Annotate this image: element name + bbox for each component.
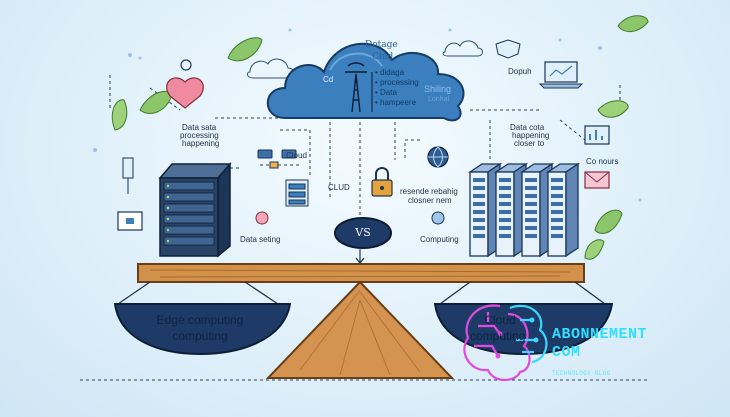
right-pan-line-2: computing <box>470 329 526 343</box>
right-computing: Computing <box>420 235 459 244</box>
cloud-line-4: • hampeere <box>375 98 417 107</box>
wooden-fulcrum <box>265 280 455 379</box>
pan-strings <box>117 281 606 305</box>
right-closer-1: Data cota <box>510 123 545 132</box>
vs-badge <box>334 217 392 249</box>
network-node-icon <box>257 149 297 169</box>
right-pan <box>433 303 614 356</box>
seesaw-plank <box>137 263 585 283</box>
small-device-icon <box>117 211 143 231</box>
pin-icon <box>180 59 192 71</box>
main-cloud <box>266 42 465 122</box>
leaf-decorations <box>111 15 649 260</box>
cloud-title-1: Dotage <box>365 40 398 50</box>
globe-icon <box>427 146 449 168</box>
edge-server-tower <box>158 161 232 258</box>
watermark-line-2: COM <box>552 344 581 361</box>
left-pan-line-1: Edge computing <box>156 313 244 327</box>
left-cloud-caps: CLUD <box>328 183 350 192</box>
left-processing-2: processing <box>180 131 219 140</box>
left-pan-line-2: computing <box>172 329 228 343</box>
watermark-tagline: TECHNOLOGY BLOG <box>552 370 611 377</box>
right-hours: Co nours <box>586 157 619 166</box>
cloud-server-racks <box>467 162 581 258</box>
left-pan <box>113 303 292 356</box>
cloud-line-2: • processing <box>375 78 419 87</box>
small-cloud-right <box>442 40 483 57</box>
right-resende-1: resende rebahig <box>400 187 458 196</box>
right-pan-line-1: Cloud <box>484 313 516 327</box>
right-closer-2: happening <box>512 131 550 140</box>
shield-icon <box>495 39 521 59</box>
laptop-icon <box>538 61 584 89</box>
right-dopuh: Dopuh <box>508 67 532 76</box>
left-processing-3: happening <box>182 139 220 148</box>
left-data-seting: Data seting <box>240 235 281 244</box>
pink-pin-icon <box>255 211 269 225</box>
right-resende-2: closner nem <box>408 196 452 205</box>
location-pin-icon <box>431 211 445 225</box>
small-cloud-left <box>246 58 295 79</box>
heart-icon <box>166 77 204 109</box>
envelope-icon <box>584 171 610 189</box>
lock-icon <box>371 167 393 197</box>
left-cloud-small: Cloud <box>286 151 307 160</box>
left-processing-1: Data sata <box>182 123 217 132</box>
device-plug-icon <box>122 157 134 194</box>
server-rack-mini-icon <box>285 179 309 207</box>
cloud-side-label: Cd <box>323 75 334 84</box>
monitor-icon <box>584 125 610 145</box>
cloud-right-label-1: Shiling <box>424 84 452 94</box>
cloud-right-label-2: Lonhal <box>428 96 450 103</box>
brain-circuit-logo <box>463 304 548 382</box>
cloud-line-1: • didaga <box>375 68 405 77</box>
cloud-title-2: Clud <box>372 52 394 62</box>
antenna-tower-icon <box>345 62 367 113</box>
right-closer-3: closer to <box>514 139 545 148</box>
watermark-line-1: ABONNEMENT <box>552 326 648 343</box>
vs-arrow <box>355 250 365 264</box>
vs-label: VS <box>355 226 371 239</box>
cloud-line-3: • Data <box>375 88 397 97</box>
